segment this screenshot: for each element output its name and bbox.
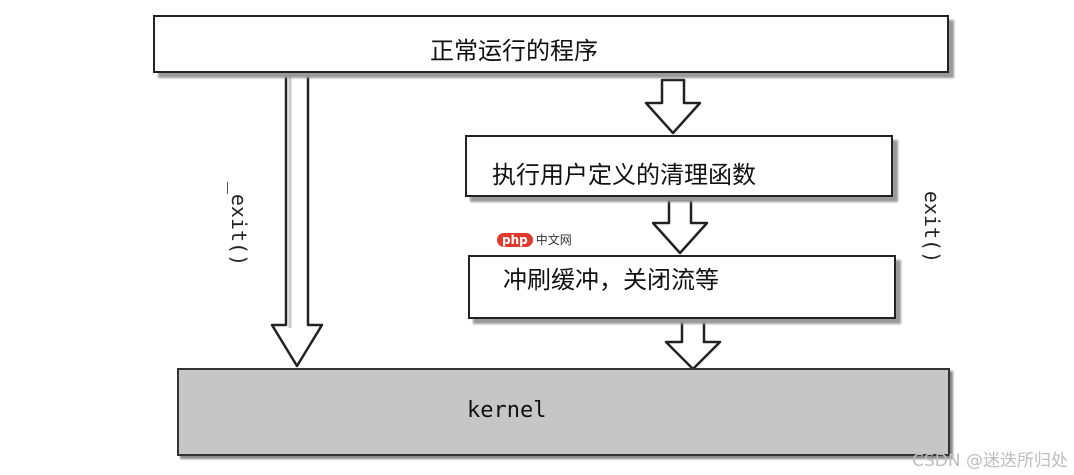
- exit-flow-arrow-2: [651, 198, 709, 255]
- exit-label: exit(): [920, 190, 944, 264]
- exit-flow-arrow-1: [644, 78, 702, 135]
- watermark-logo-tag: php: [497, 233, 533, 247]
- exit-flow-arrow-3: [664, 318, 722, 371]
- kernel-label: kernel: [467, 398, 547, 423]
- user-cleanup-label: 执行用户定义的清理函数: [492, 161, 756, 189]
- flush-close-box: 冲刷缓冲，关闭流等: [468, 255, 896, 319]
- watermark-logo-text: 中文网: [535, 233, 572, 247]
- flush-close-label: 冲刷缓冲，关闭流等: [503, 266, 719, 294]
- kernel-box: kernel: [177, 368, 950, 456]
- user-cleanup-box: 执行用户定义的清理函数: [465, 135, 893, 197]
- direct-exit-arrow: [270, 70, 324, 368]
- credit-watermark: CSDN @迷迭所归处: [912, 451, 1068, 471]
- normal-program-label: 正常运行的程序: [430, 37, 598, 65]
- direct-exit-label: _exit(): [227, 181, 251, 267]
- normal-program-box: 正常运行的程序: [153, 15, 949, 73]
